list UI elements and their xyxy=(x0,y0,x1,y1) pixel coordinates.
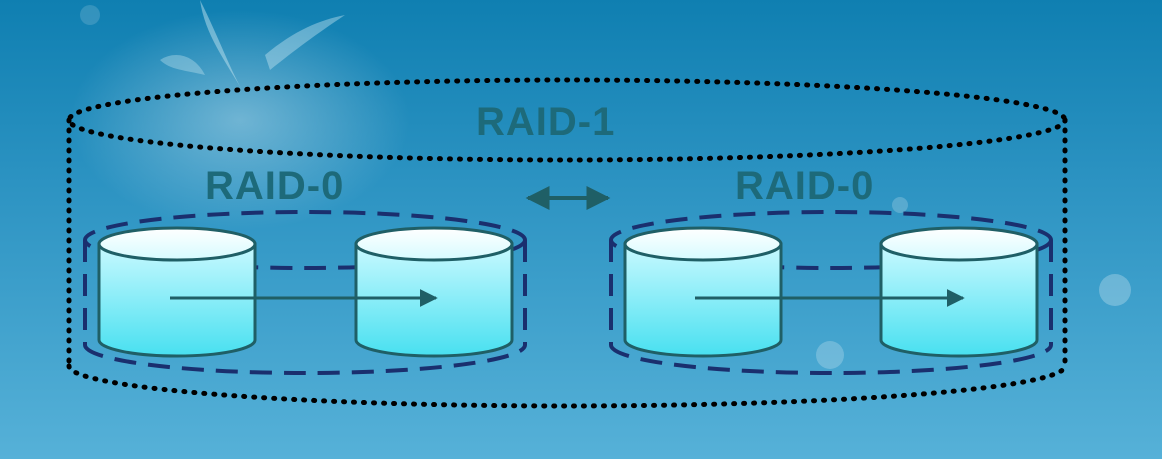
raid-0-right-group-outline xyxy=(609,210,1053,375)
disk-3 xyxy=(623,226,783,358)
raid-0-left-label: RAID-0 xyxy=(205,164,345,208)
raid-1-group-outline xyxy=(66,77,1068,409)
disk-4 xyxy=(879,226,1039,358)
disk-1 xyxy=(97,226,257,358)
raid-1-label: RAID-1 xyxy=(476,100,616,144)
raid-0-left-group-outline xyxy=(83,210,527,375)
disk-2 xyxy=(354,226,514,358)
raid-0-right-label: RAID-0 xyxy=(735,164,875,208)
